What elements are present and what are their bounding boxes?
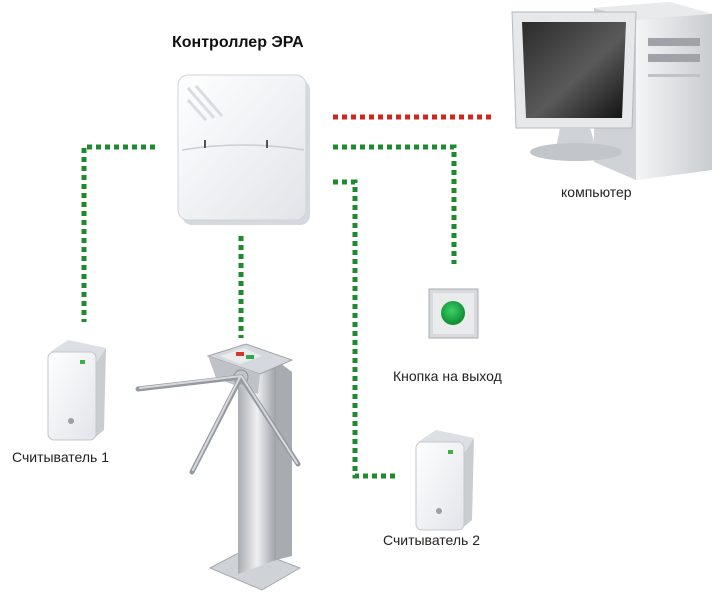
exit-button-icon	[428, 288, 479, 339]
card-reader-2-icon	[415, 430, 474, 531]
link-controller-reader1	[81, 144, 155, 322]
reader1-label: Считыватель 1	[12, 449, 110, 465]
exit-button-label: Кнопка на выход	[393, 368, 502, 384]
controller-box-icon	[177, 74, 310, 225]
computer-label: компьютер	[561, 184, 632, 200]
connection-lines	[81, 114, 493, 479]
tripod-turnstile-icon	[135, 343, 302, 591]
desktop-computer-icon	[511, 2, 712, 180]
controller-label: Контроллер ЭРА	[172, 34, 304, 51]
reader2-label: Считыватель 2	[383, 532, 481, 548]
link-controller-exit-button	[333, 144, 457, 264]
link-controller-reader2	[333, 179, 398, 479]
card-reader-1-icon	[47, 340, 106, 441]
